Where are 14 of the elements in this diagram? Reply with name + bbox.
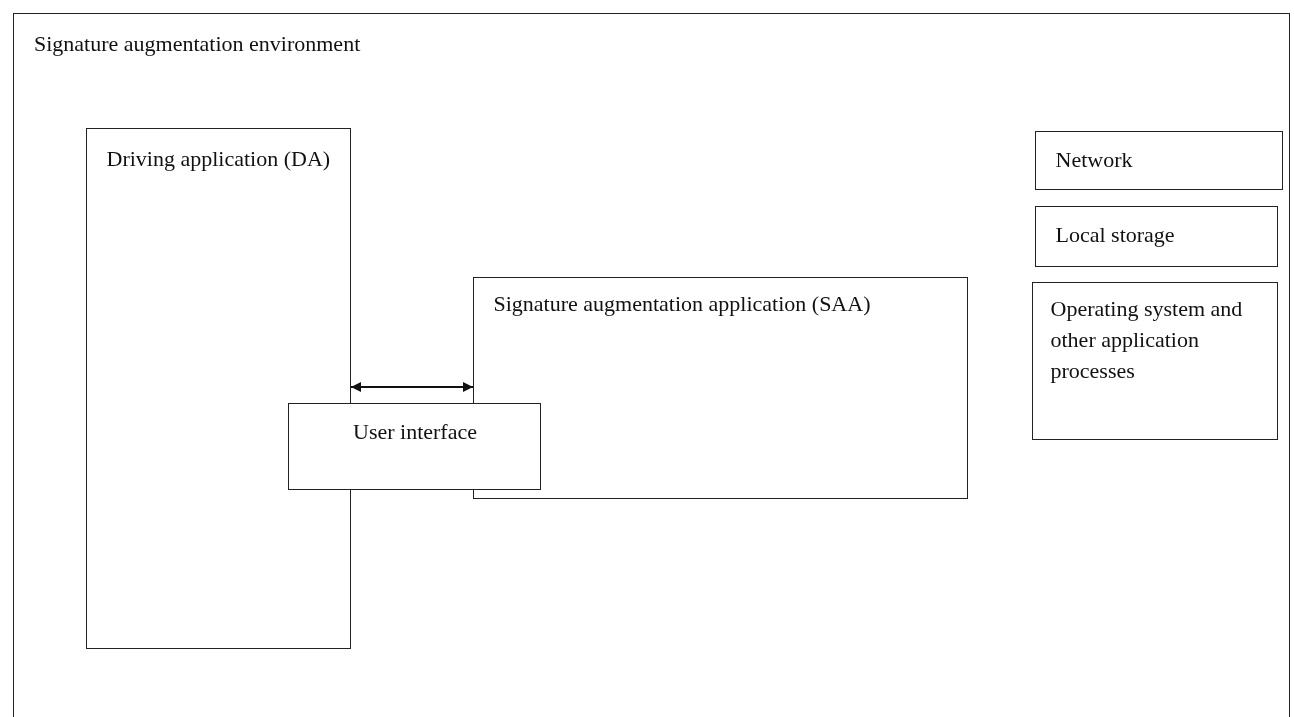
component-box: [287, 402, 541, 490]
box-label: Signature augmentation environment: [34, 30, 362, 58]
component-box: [1034, 205, 1278, 267]
box-label: Operating system and other application processes: [1050, 294, 1244, 385]
box-label: Driving application (DA): [106, 144, 332, 173]
box-label: Local storage: [1055, 220, 1176, 249]
box-label: Signature augmentation application (SAA): [493, 289, 872, 318]
box-label: User interface: [352, 417, 478, 446]
environment-frame: [13, 13, 1290, 717]
component-box: [1034, 130, 1283, 190]
component-box: [85, 127, 351, 649]
box-label: Network: [1055, 145, 1134, 174]
double-arrow: [350, 382, 474, 392]
component-box: [1031, 281, 1278, 440]
